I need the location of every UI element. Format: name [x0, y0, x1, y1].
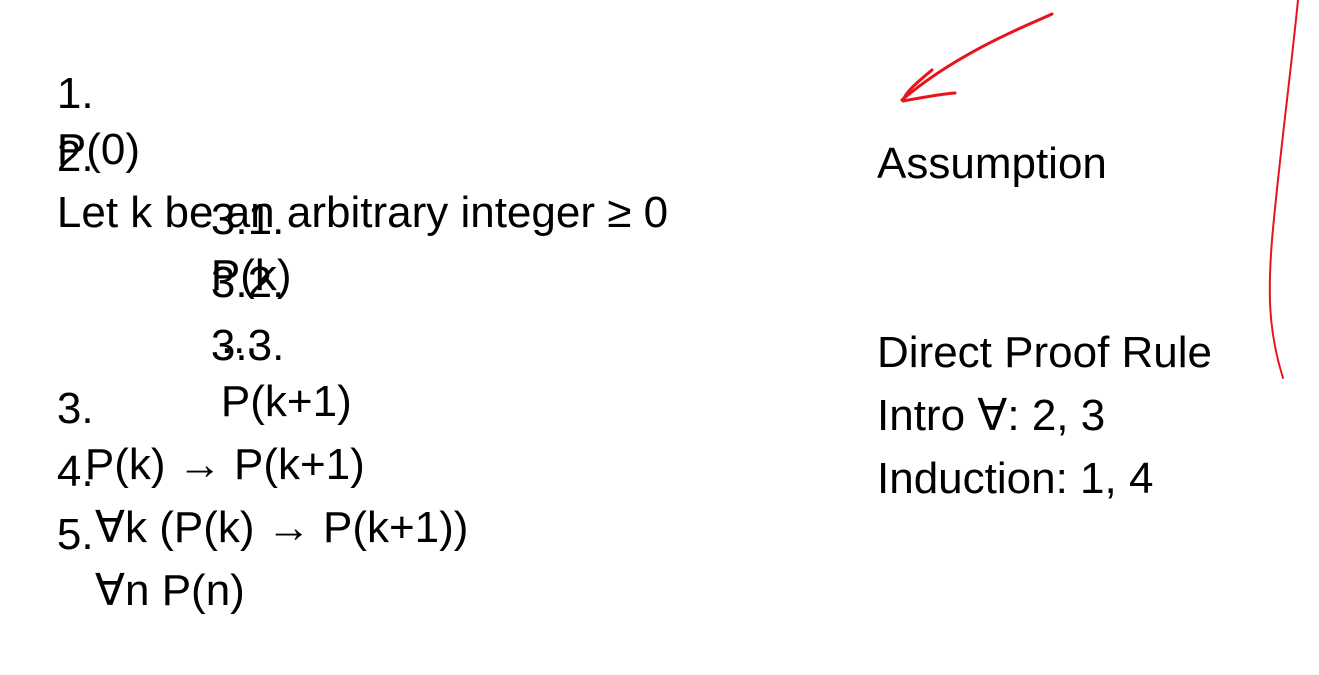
proof-line-5: 5. ∀n P(n) — [8, 451, 245, 675]
line-number: 3.2. — [210, 258, 285, 307]
line-text: ... — [220, 314, 258, 363]
reason-induction: Induction: 1, 4 — [877, 454, 1154, 503]
proof-line-4: 4. ∀k (P(k) → P(k+1)) — [8, 388, 469, 612]
line-text: P(0) — [56, 125, 141, 174]
proof-line-3-3: 3.3. P(k+1) — [162, 262, 352, 486]
proof-line-2: 2. Let k be an arbitrary integer ≥ 0 — [8, 73, 668, 297]
line-number: 4. — [56, 447, 94, 496]
line-text: P(k) → P(k+1) — [84, 440, 365, 489]
line-number: 3.3. — [210, 321, 285, 370]
line-text: ∀k (P(k) → P(k+1)) — [94, 503, 469, 552]
line-number: 5. — [56, 510, 94, 559]
line-number: 3. — [56, 384, 94, 433]
line-number: 3.1. — [210, 195, 285, 244]
reason-assumption: Assumption — [877, 139, 1107, 188]
line-text: P(k) — [210, 251, 292, 300]
proof-line-1: 1. P(0) — [8, 10, 140, 234]
line-text: P(k+1) — [220, 377, 352, 426]
proof-line-3-1: 3.1. P(k) — [162, 136, 292, 360]
reason-intro-forall: Intro ∀: 2, 3 — [877, 391, 1106, 440]
line-text: Let k be an arbitrary integer ≥ 0 — [56, 188, 669, 237]
line-number: 1. — [56, 69, 94, 118]
reason-direct-proof-rule: Direct Proof Rule — [877, 328, 1213, 377]
line-text: ∀n P(n) — [94, 566, 245, 615]
line-number: 2. — [56, 132, 94, 181]
proof-line-3: 3. P(k) → P(k+1) — [8, 325, 365, 549]
proof-listing: 1. P(0) 2. Let k be an arbitrary integer… — [8, 10, 1213, 615]
proof-line-3-2: 3.2. ... — [162, 199, 284, 423]
